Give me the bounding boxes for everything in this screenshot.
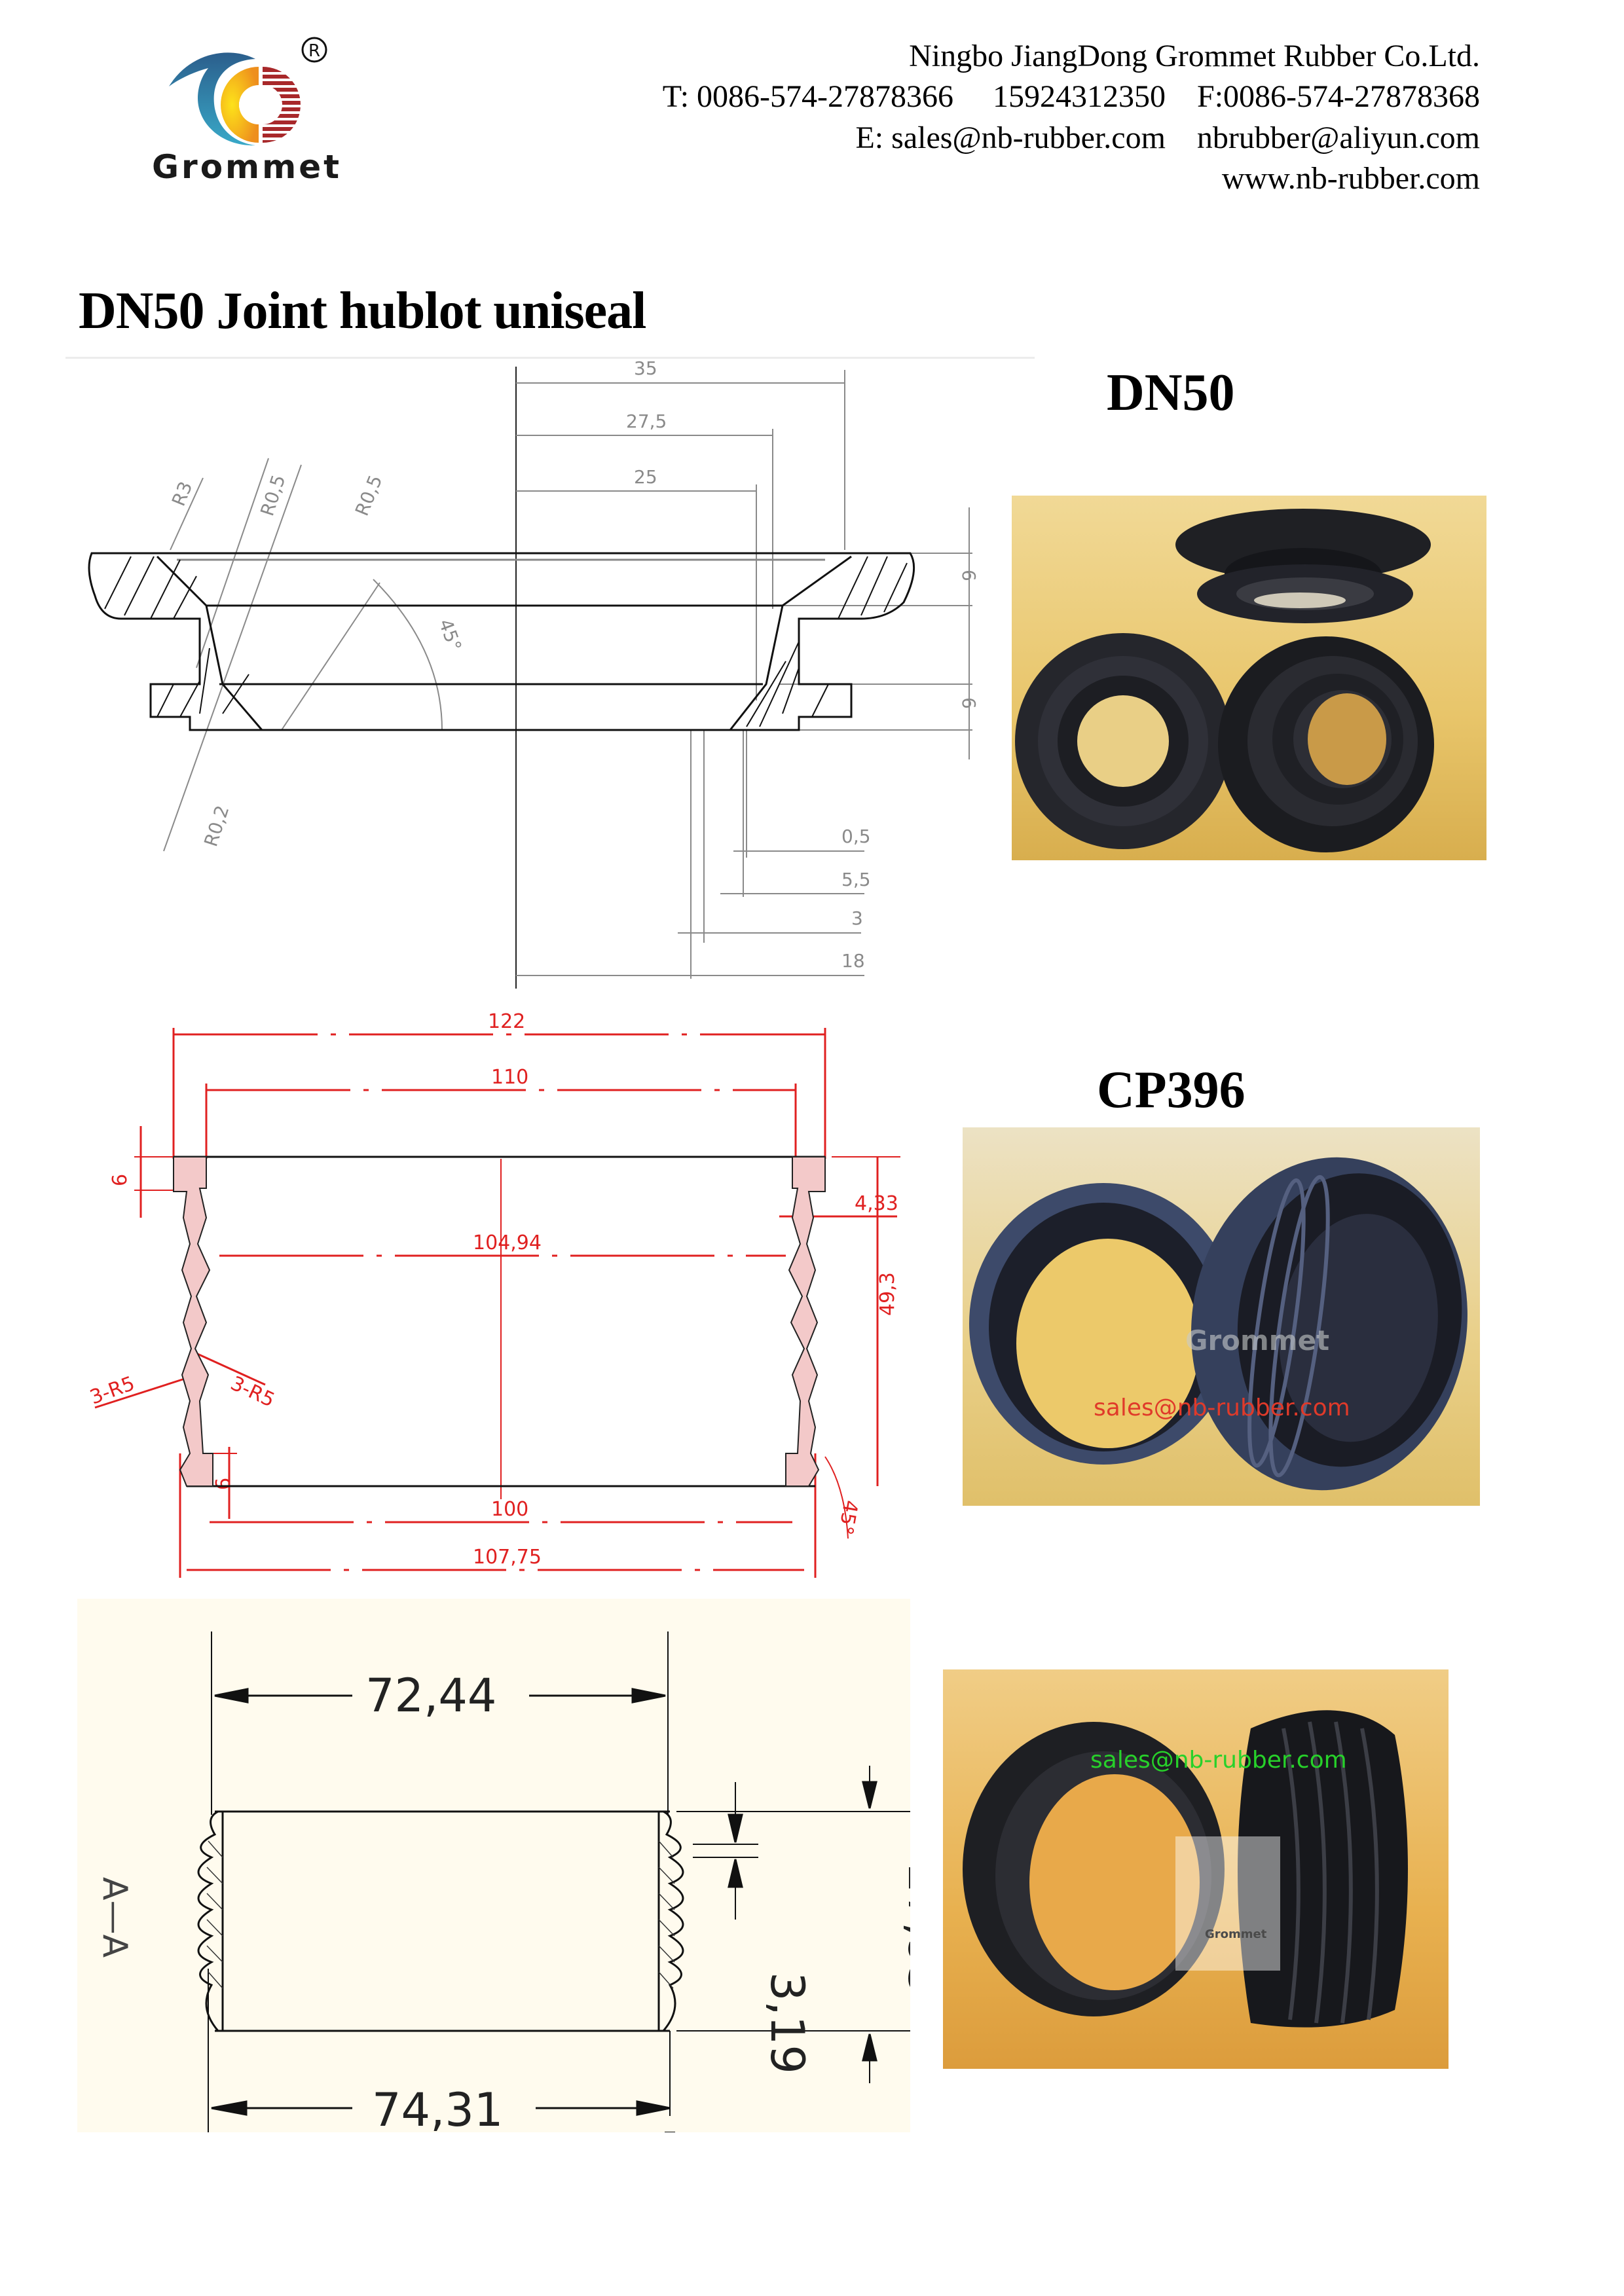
radius-3-r5-b: 3-R5 <box>87 1372 138 1410</box>
dim-72-44: 72,44 <box>365 1669 496 1722</box>
title-divider <box>65 357 1035 359</box>
dim-110: 110 <box>491 1066 528 1089</box>
dim-35: 35 <box>634 360 657 379</box>
brand-name: Grommet <box>152 148 342 186</box>
dim-107-75: 107,75 <box>473 1546 542 1569</box>
dim-27-5: 27,5 <box>626 410 667 432</box>
product-photo-ribbed-sleeve: Grommet sales@nb-rubber.com <box>943 1669 1449 2069</box>
cp396-technical-drawing: 122 110 104,94 6 4,33 49,3 <box>72 1002 923 1578</box>
product-label-cp396: CP396 <box>1097 1061 1246 1119</box>
dim-6-top-left: 6 <box>109 1174 132 1186</box>
dim-6-bottom: 6 <box>212 1478 235 1490</box>
grommet-logo-icon: R <box>169 37 327 146</box>
section-a-a-drawing: 72,44 74,31 27,93 <box>77 1599 951 2159</box>
dim-104-94: 104,94 <box>473 1231 542 1254</box>
angle-45: 45° <box>834 1499 862 1537</box>
registered-mark: R <box>308 41 320 61</box>
dim-0-5: 0,5 <box>841 826 871 847</box>
email-line[interactable]: E: sales@nb-rubber.com nbrubber@aliyun.c… <box>855 120 1480 155</box>
company-logo: R Grommet <box>151 26 347 196</box>
product-photo-dn50 <box>1012 496 1486 860</box>
dim-25: 25 <box>634 466 657 488</box>
dim-18: 18 <box>841 950 865 972</box>
product-photo-cp396: Grommet sales@nb-rubber.com <box>963 1127 1480 1506</box>
company-name: Ningbo JiangDong Grommet Rubber Co.Ltd. <box>909 39 1480 73</box>
dim-6-bottom: 6 <box>958 697 980 709</box>
dim-3-19: 3,19 <box>760 1972 814 2074</box>
page-title: DN50 Joint hublot uniseal <box>79 282 646 340</box>
product-label-dn50: DN50 <box>1107 364 1235 422</box>
website-link[interactable]: www.nb-rubber.com <box>1221 161 1480 196</box>
radius-r3: R3 <box>168 479 197 509</box>
dim-74-31: 74,31 <box>372 2083 503 2132</box>
radius-r0-2: R0,2 <box>200 803 233 849</box>
dim-3: 3 <box>851 907 863 929</box>
dn50-technical-drawing: 35 27,5 25 6 6 0,5 5,5 3 18 <box>65 357 995 995</box>
watermark-logo-text: Grommet <box>1185 1324 1329 1357</box>
dim-5-5: 5,5 <box>841 869 871 890</box>
dim-122: 122 <box>488 1010 525 1033</box>
dim-100: 100 <box>491 1498 528 1521</box>
phone-fax-line: T: 0086-574-27878366 15924312350 F:0086-… <box>662 79 1480 114</box>
section-label-a-a: A—A <box>95 1877 134 1958</box>
dim-4-33: 4,33 <box>855 1192 898 1215</box>
radius-r0-5-b: R0,5 <box>351 472 387 519</box>
watermark-logo-text: Grommet <box>1205 1927 1267 1941</box>
dim-27-93: 27,93 <box>898 1864 910 1995</box>
angle-45: 45° <box>434 616 466 654</box>
watermark-email: sales@nb-rubber.com <box>1094 1394 1350 1421</box>
dim-49-3: 49,3 <box>876 1272 899 1316</box>
watermark-email: sales@nb-rubber.com <box>1090 1747 1347 1774</box>
dim-6-top: 6 <box>958 570 980 581</box>
